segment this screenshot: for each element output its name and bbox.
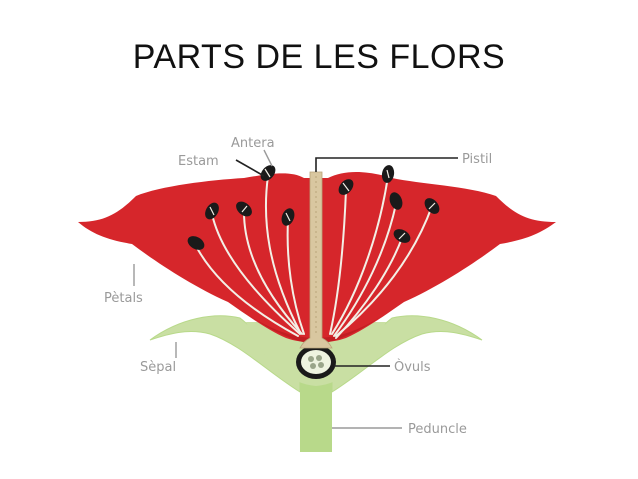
ovule bbox=[318, 362, 324, 368]
ovule bbox=[310, 363, 316, 369]
label-estam: Estam bbox=[178, 154, 219, 169]
ovule bbox=[308, 356, 314, 362]
leader-lines bbox=[235, 157, 458, 367]
ovule bbox=[316, 355, 322, 361]
antera-leader bbox=[263, 149, 273, 167]
peduncle-stem bbox=[300, 380, 332, 452]
label-pistil: Pistil bbox=[462, 152, 492, 167]
label-antera: Antera bbox=[231, 136, 275, 151]
anther-highlights bbox=[209, 168, 436, 240]
ovary-inner bbox=[301, 350, 331, 374]
stamen-filaments bbox=[195, 175, 433, 339]
pistil-style bbox=[299, 171, 333, 349]
anther bbox=[389, 192, 403, 210]
slide-title: PARTS DE LES FLORS bbox=[132, 38, 506, 76]
label-sepal: Sèpal bbox=[140, 360, 176, 375]
leader-lines-grey bbox=[133, 149, 402, 429]
anther bbox=[187, 236, 205, 250]
label-ovuls: Òvuls bbox=[394, 359, 431, 375]
estam-leader bbox=[235, 159, 265, 177]
label-peduncle: Peduncle bbox=[408, 422, 467, 437]
label-petals: Pètals bbox=[104, 291, 143, 306]
pistil-leader bbox=[315, 157, 458, 172]
